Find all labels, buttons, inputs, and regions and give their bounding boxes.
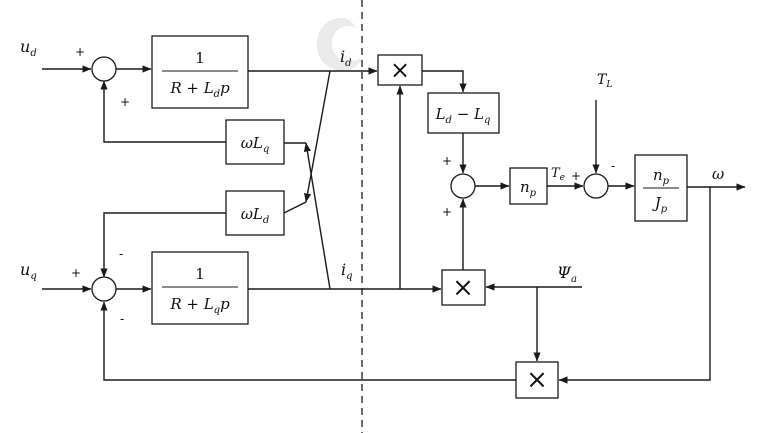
sum-junction-q: [91, 276, 117, 302]
sum-junction-torque: [583, 173, 609, 199]
block-q-den: R + Lqp: [169, 295, 230, 316]
wire-omega-to-mult3: [558, 187, 711, 384]
block-ld-minus-lq-label: Ld − Lq: [435, 105, 491, 126]
block-ld-minus-lq: Ld − Lq: [427, 92, 500, 134]
sum-junction-te: [450, 173, 476, 199]
block-omega-lq: ωLq: [225, 119, 285, 165]
label-uq: uq: [20, 260, 37, 282]
wire-to-omegald: [283, 201, 307, 214]
label-iq: iq: [341, 260, 353, 282]
wire-omegald-feedback: [100, 212, 226, 278]
block-omega-lq-label: ωLq: [241, 134, 270, 155]
watermark-logo: [316, 17, 362, 72]
label-psi: Ψa: [557, 263, 577, 285]
multiplier-bottom-symbol: ×: [452, 273, 474, 303]
label-id: id: [340, 47, 352, 69]
multiplier-top: ×: [377, 54, 423, 86]
label-omega: ω: [712, 165, 724, 183]
sign-torque-load: -: [611, 159, 615, 173]
sign-sumd-in: +: [75, 45, 85, 59]
block-q-num: 1: [195, 265, 205, 283]
block-d-axis-transfer: 1 R + Ldp: [151, 35, 249, 109]
sign-sumte-top: +: [442, 154, 452, 168]
multiplier-top-symbol: ×: [390, 56, 410, 84]
multiplier-feedback: ×: [515, 361, 559, 399]
sign-sumte-bot: +: [442, 205, 452, 219]
multiplier-bottom: ×: [441, 269, 486, 306]
sign-sumq-in: +: [71, 266, 81, 280]
wire-omegalq-feedback: [100, 80, 226, 143]
wire-id-to-omegald: [303, 70, 331, 203]
block-d-num: 1: [195, 49, 205, 67]
block-d-den: R + Ldp: [169, 79, 230, 100]
block-q-axis-transfer: 1 R + Lqp: [151, 251, 249, 325]
sign-sumq-bot: -: [120, 312, 124, 326]
label-ud: ud: [20, 37, 37, 59]
wire-mult3-feedback: [100, 301, 516, 381]
wire-mult-to-ldlq: [422, 70, 467, 93]
block-omega-ld: ωLd: [225, 190, 285, 236]
block-npjp-num: np: [653, 166, 670, 187]
sum-junction-d: [91, 56, 117, 82]
block-npjp-den: Jp: [652, 194, 668, 215]
sign-torque-in: +: [571, 169, 581, 183]
block-np-label: np: [520, 178, 537, 199]
sign-sumd-fb: +: [120, 95, 130, 109]
sign-sumq-top: -: [119, 247, 123, 261]
label-te: Te: [551, 166, 565, 183]
block-omega-ld-label: ωLd: [241, 205, 270, 226]
multiplier-feedback-symbol: ×: [526, 365, 548, 395]
block-np-over-jp: np Jp: [634, 154, 688, 222]
block-np-gain: np: [509, 167, 548, 205]
wire-iq-to-omegalq: [303, 142, 331, 290]
label-tl: TL: [597, 72, 612, 90]
